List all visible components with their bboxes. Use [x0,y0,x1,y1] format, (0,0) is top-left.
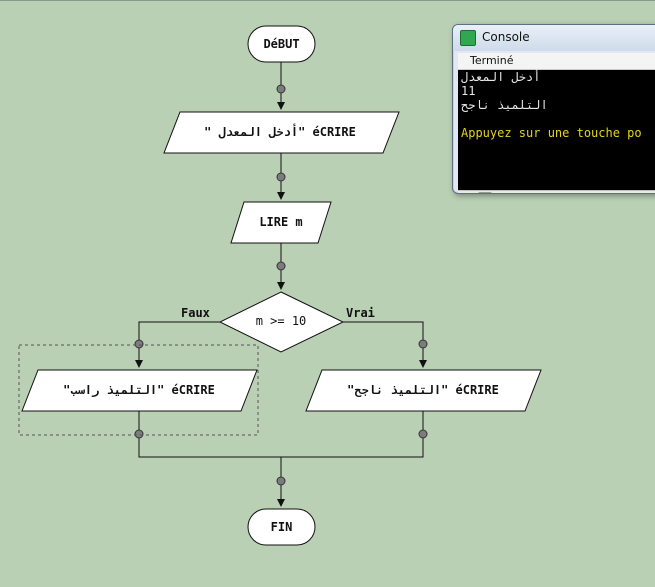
read-node[interactable] [230,201,332,244]
write-fail-label: "التلميذ راسب" éCRIRE [63,383,215,397]
write-fail-node[interactable] [21,369,258,412]
start-node[interactable] [247,25,316,63]
junction-dot[interactable] [276,172,286,182]
scroll-thumb[interactable] [478,192,492,193]
console-status: Terminé [470,54,514,67]
junction-dot[interactable] [276,476,286,486]
selection-box [18,344,259,436]
decision-node[interactable] [218,291,345,353]
write-pass-node[interactable] [305,369,542,412]
junction-dot[interactable] [418,429,428,439]
end-label: FIN [270,520,293,534]
junction-dot[interactable] [276,84,286,94]
console-output[interactable]: أدخل المعدل 11 التلميذ ناجح Appuyez sur … [458,70,655,190]
junction-dot[interactable] [134,339,144,349]
console-line: التلميذ ناجح [461,98,548,112]
console-line: Appuyez sur une touche po [461,126,642,140]
read-label: LIRE m [259,215,303,229]
end-node[interactable] [247,508,316,546]
console-horizontal-scrollbar[interactable] [458,190,655,193]
connector-true-branch [343,321,427,368]
junction-dot[interactable] [418,339,428,349]
console-app-icon [460,30,476,46]
decision-label: m >= 10 [255,314,307,328]
console-line: أدخل المعدل [461,70,541,84]
start-label: DéBUT [263,37,300,51]
write-prompt-label: " أدخل المعدل" éCRIRE [204,125,356,139]
console-window[interactable]: Console Terminé أدخل المعدل 11 التلميذ ن… [452,24,655,194]
console-title: Console [482,30,530,44]
write-pass-label: "التلميذ ناجح" éCRIRE [347,383,499,397]
true-branch-label: Vrai [346,306,375,320]
false-branch-label: Faux [181,306,210,320]
connector-merge [138,411,424,458]
connector-false-branch [135,321,220,368]
junction-dot[interactable] [134,429,144,439]
console-titlebar[interactable]: Console [453,25,655,51]
console-statusbar: Terminé [458,53,655,70]
console-line: 11 [461,84,476,98]
write-prompt-node[interactable] [163,111,400,154]
junction-dot[interactable] [276,261,286,271]
